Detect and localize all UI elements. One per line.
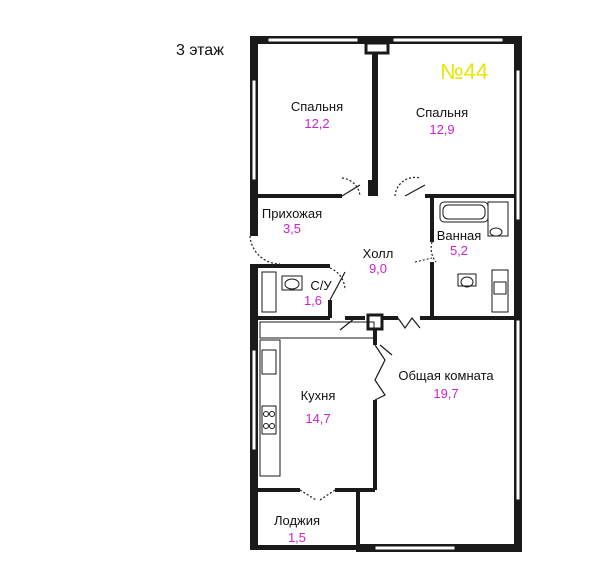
windows	[251, 37, 521, 551]
room-area-hall: 9,0	[369, 261, 387, 276]
kitchen-counter-icon	[259, 339, 281, 477]
room-name-bedroom2: Спальня	[416, 105, 468, 120]
room-name-wc: С/У	[310, 278, 332, 293]
doors	[249, 176, 437, 501]
room-area-bedroom2: 12,9	[429, 122, 454, 137]
floor-label: 3 этаж	[176, 42, 224, 59]
room-name-living: Общая комната	[398, 368, 494, 383]
interior-walls	[258, 52, 514, 492]
sink-icon	[487, 201, 509, 237]
fixtures	[259, 201, 509, 477]
room-name-bedroom1: Спальня	[291, 99, 343, 114]
wc-cabinet-icon	[261, 271, 277, 313]
room-area-hallway: 3,5	[283, 221, 301, 236]
room-area-bathroom: 5,2	[450, 243, 468, 258]
room-area-loggia: 1,5	[288, 530, 306, 545]
room-area-living: 19,7	[433, 386, 458, 401]
wc-toilet-icon	[281, 275, 303, 291]
stove-icon	[261, 405, 277, 435]
room-area-wc: 1,6	[304, 293, 322, 308]
apartment-number: №44	[440, 59, 488, 84]
toilet-icon	[457, 273, 477, 287]
room-name-bathroom: Ванная	[437, 228, 482, 243]
room-name-kitchen: Кухня	[301, 388, 336, 403]
washing-machine-icon	[491, 269, 509, 313]
room-area-bedroom1: 12,2	[304, 116, 329, 131]
vent-shaft	[364, 41, 390, 55]
room-name-hallway: Прихожая	[262, 206, 322, 221]
room-name-loggia: Лоджия	[274, 513, 320, 528]
room-area-kitchen: 14,7	[305, 411, 330, 426]
room-name-hall: Холл	[363, 246, 394, 261]
